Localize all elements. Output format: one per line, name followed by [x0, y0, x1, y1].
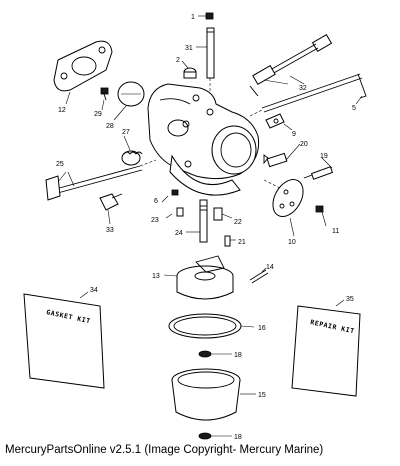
- callout-16: 16: [258, 325, 266, 332]
- part-screw-23: [176, 207, 184, 217]
- callout-20: 20: [300, 141, 308, 148]
- part-float-pin: [249, 269, 269, 284]
- callout-1: 1: [191, 14, 195, 21]
- part-bowl-gasket: [168, 313, 242, 339]
- callout-12: 12: [58, 107, 66, 114]
- callout-32: 32: [299, 85, 307, 92]
- part-shaft-25: [45, 159, 157, 201]
- callout-2: 2: [176, 57, 180, 64]
- part-float: [176, 255, 234, 300]
- copyright-caption: MercuryPartsOnline v2.5.1 (Image Copyrig…: [5, 444, 324, 456]
- leader-lines: [57, 15, 363, 437]
- part-cap: [205, 12, 214, 20]
- callout-10: 10: [288, 239, 296, 246]
- part-pin: [206, 27, 215, 100]
- part-lever-9: [265, 113, 285, 129]
- part-fitting-33: [99, 193, 123, 211]
- callout-34: 34: [90, 287, 98, 294]
- part-jet-22: [213, 207, 223, 221]
- part-screw-6: [171, 189, 179, 196]
- part-screw-11: [315, 205, 324, 213]
- carburetor-body: [147, 83, 260, 196]
- part-choke-linkage: [249, 33, 333, 97]
- part-screw-19: [303, 166, 334, 180]
- callout-18a: 18: [234, 352, 242, 359]
- callout-25: 25: [56, 161, 64, 168]
- gasket-kit-card: GASKET KIT: [23, 293, 105, 389]
- callout-29: 29: [94, 111, 102, 118]
- callout-6: 6: [154, 198, 158, 205]
- callout-9: 9: [292, 131, 296, 138]
- part-shaft-5: [249, 73, 367, 117]
- part-plate-10: [263, 179, 304, 217]
- callout-28: 28: [106, 123, 114, 130]
- callout-11: 11: [332, 228, 339, 235]
- part-float-bowl: [171, 368, 241, 421]
- callout-18b: 18: [234, 434, 242, 441]
- part-screw-29: [100, 87, 109, 101]
- callout-31: 31: [185, 45, 193, 52]
- callout-33: 33: [106, 227, 114, 234]
- callout-24: 24: [175, 230, 183, 237]
- part-flange-gasket: [53, 40, 113, 92]
- callout-5: 5: [352, 105, 356, 112]
- callout-23: 23: [151, 217, 159, 224]
- part-valve-21: [224, 235, 231, 247]
- part-spring-27: [121, 150, 143, 166]
- callout-35: 35: [346, 296, 354, 303]
- callout-13: 13: [152, 273, 160, 280]
- part-throttle-plate: [117, 81, 145, 107]
- callout-14: 14: [266, 264, 274, 271]
- callout-19: 19: [320, 153, 328, 160]
- callout-15: 15: [258, 392, 266, 399]
- part-washer-18a: [198, 350, 212, 358]
- part-needle-20: [263, 152, 288, 168]
- part-washer-18b: [198, 432, 212, 440]
- callout-21: 21: [238, 239, 246, 246]
- part-nozzle-24: [199, 199, 208, 243]
- part-plug: [183, 67, 197, 79]
- callout-27: 27: [122, 129, 130, 136]
- callout-numbers: 1 31 2 12 29 28 27 32 5 9 20 19 10 11 25…: [56, 14, 356, 441]
- repair-kit-card: REPAIR KIT: [291, 305, 361, 397]
- callout-22: 22: [234, 219, 242, 226]
